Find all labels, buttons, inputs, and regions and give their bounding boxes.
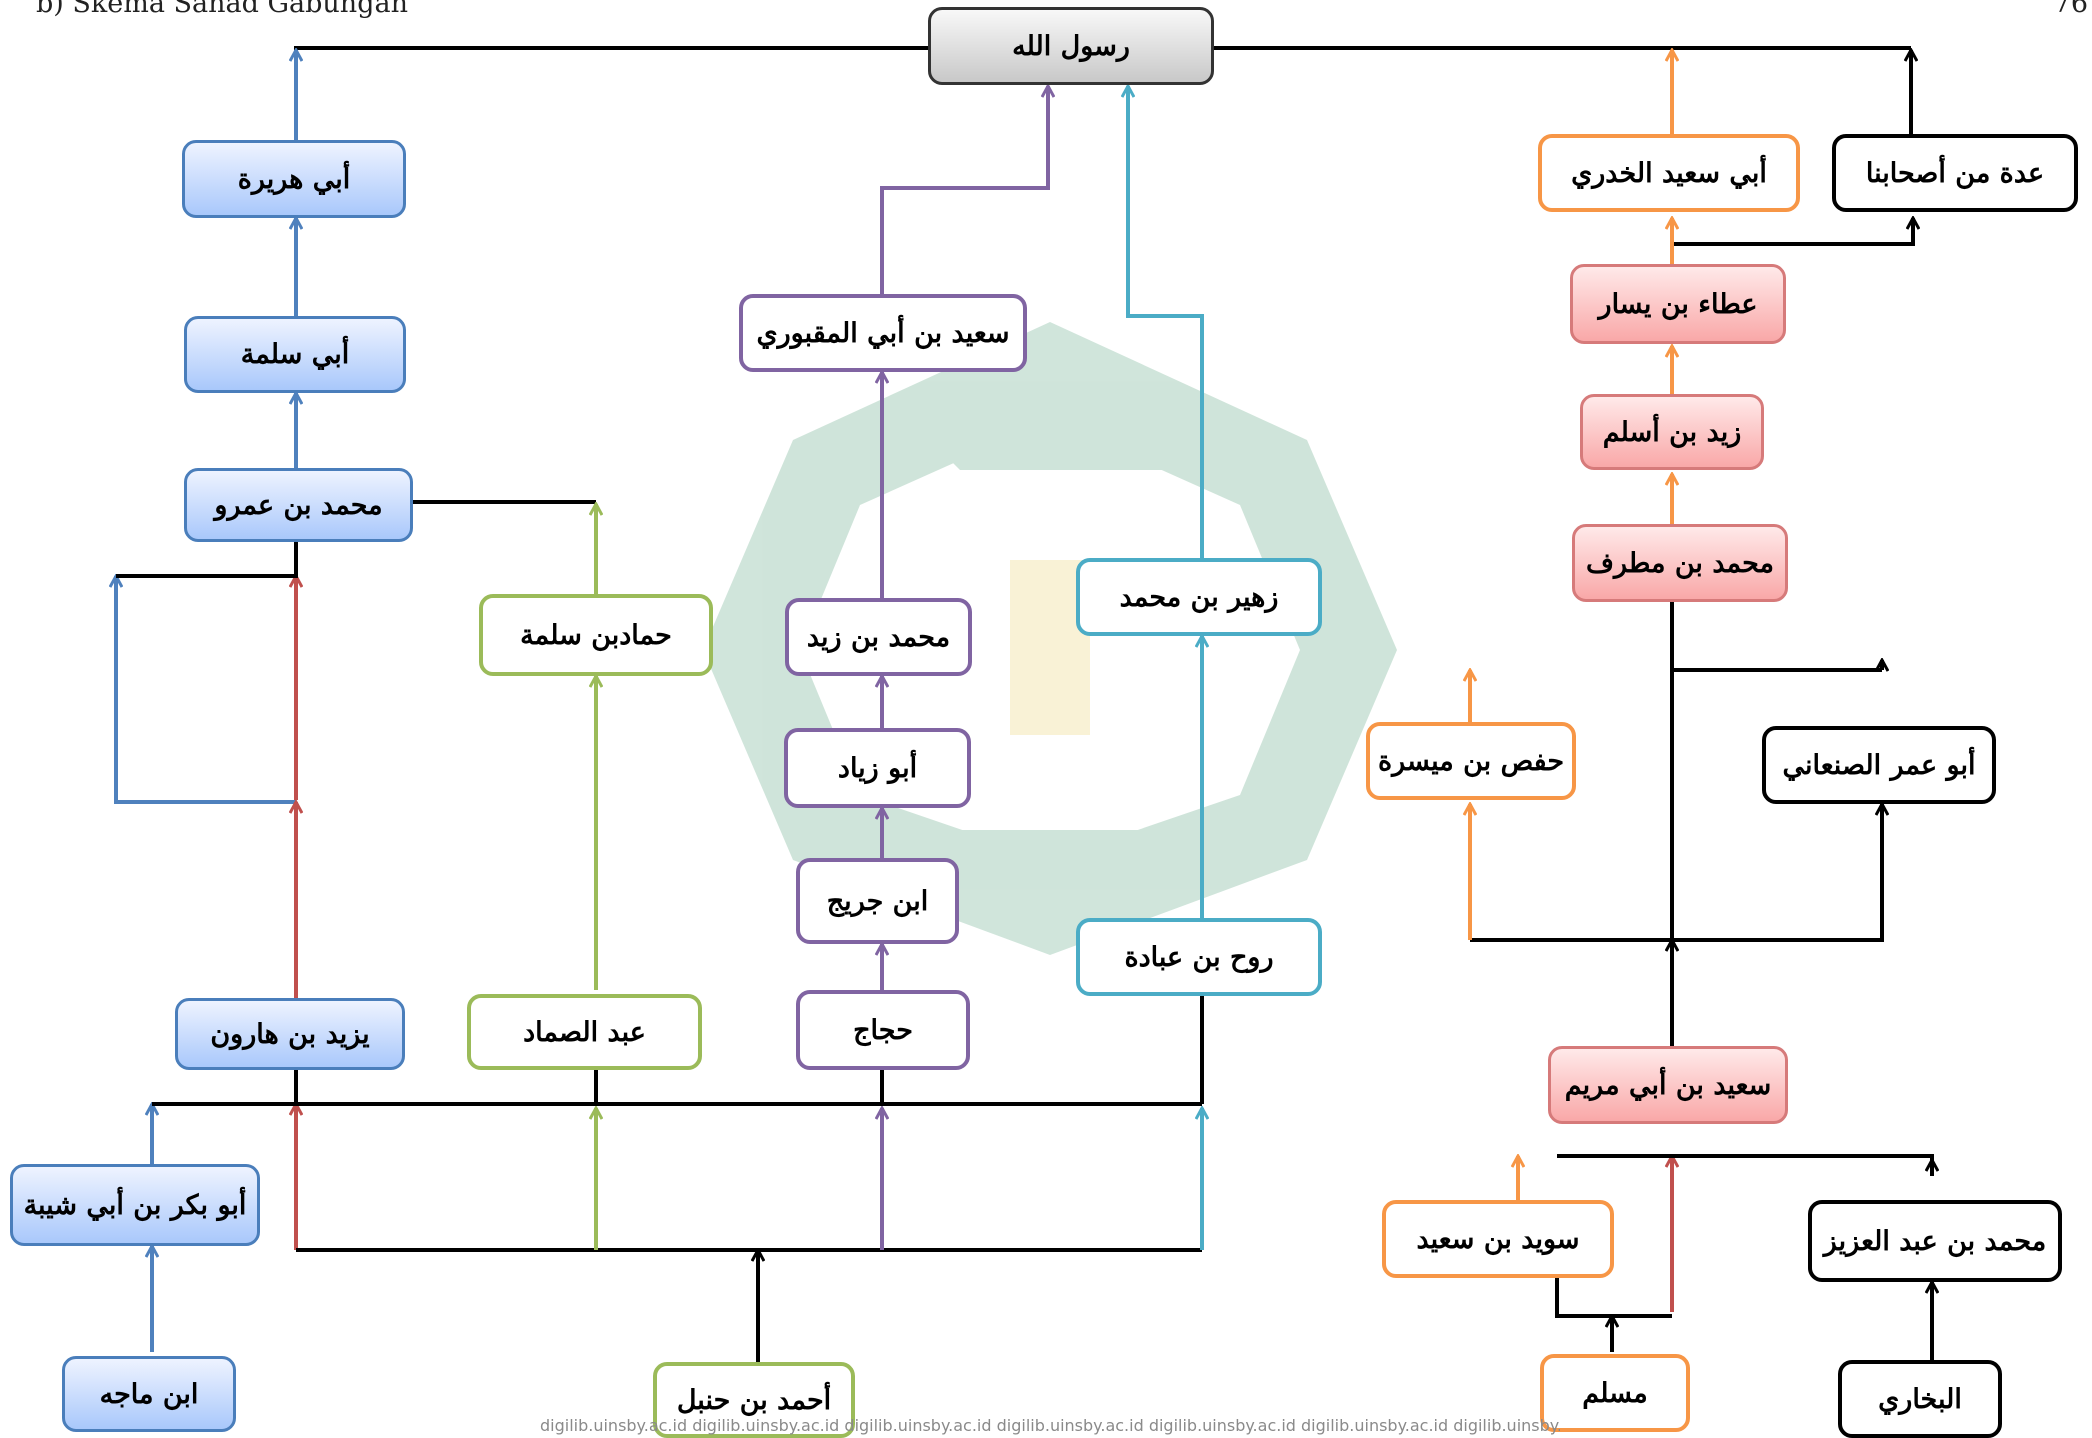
node-zayd-ibn-aslam: زيد بن أسلم: [1580, 394, 1764, 470]
node-hammad-ibn-salamah: حمادبن سلمة: [479, 594, 713, 676]
node-suwayd-ibn-said: سويد بن سعيد: [1382, 1200, 1614, 1278]
footer-watermark-text: digilib.uinsby.ac.id digilib.uinsby.ac.i…: [540, 1416, 1560, 1435]
node-muhammad-ibn-zayd: محمد بن زيد: [785, 598, 972, 676]
node-said-ibn-abi-maryam: سعيد بن أبي مريم: [1548, 1046, 1788, 1124]
purple-chain: [882, 86, 1048, 1250]
node-ahmad-ibn-hanbal: أحمد بن حنبل: [653, 1362, 855, 1438]
node-yazid-ibn-harun: يزيد بن هارون: [175, 998, 405, 1070]
red-chain: [296, 576, 1672, 1312]
node-abu-ziyad: أبو زياد: [784, 728, 971, 808]
node-abu-hurayrah: أبي هريرة: [182, 140, 406, 218]
node-al-bukhari: البخاري: [1838, 1360, 2002, 1438]
node-muhammad-ibn-mutarrif: محمد بن مطرف: [1572, 524, 1788, 602]
blue-chain: [116, 46, 296, 1352]
node-iddah-min-ashabina: عدة من أصحابنا: [1832, 134, 2078, 212]
page-number: 76: [2053, 0, 2088, 19]
black-connectors: [116, 50, 1932, 1386]
node-abu-bakr-ibn-abi-shaybah: أبو بكر بن أبي شيبة: [10, 1164, 260, 1246]
section-heading: b) Skema Sanad Gabungan: [36, 0, 408, 19]
node-ibn-majah: ابن ماجه: [62, 1356, 236, 1432]
node-rawh-ibn-ubadah: روح بن عبادة: [1076, 918, 1322, 996]
node-muhammad-ibn-amr: محمد بن عمرو: [184, 468, 413, 542]
node-zuhayr-ibn-muhammad: زهير بن محمد: [1076, 558, 1322, 636]
node-ibn-jurayj: ابن جريج: [796, 858, 959, 944]
node-hafs-ibn-maysarah: حفص بن ميسرة: [1366, 722, 1576, 800]
node-rasul: رسول الله: [928, 7, 1214, 85]
node-said-ibn-abi-al-maqburi: سعيد بن أبي المقبوري: [739, 294, 1027, 372]
node-ata-ibn-yasar: عطاء بن يسار: [1570, 264, 1786, 344]
teal-chain: [1128, 86, 1202, 1250]
node-muslim: مسلم: [1540, 1354, 1690, 1432]
node-hajjaj: حجاج: [796, 990, 970, 1070]
node-muhammad-ibn-abd-al-aziz: محمد بن عبد العزيز: [1808, 1200, 2062, 1282]
node-abu-said-al-khudri: أبي سعيد الخدري: [1538, 134, 1800, 212]
node-abu-umar-al-sanani: أبو عمر الصنعاني: [1762, 726, 1996, 804]
node-abu-salamah: أبي سلمة: [184, 316, 406, 393]
node-abd-al-samad: عبد الصماد: [467, 994, 702, 1070]
